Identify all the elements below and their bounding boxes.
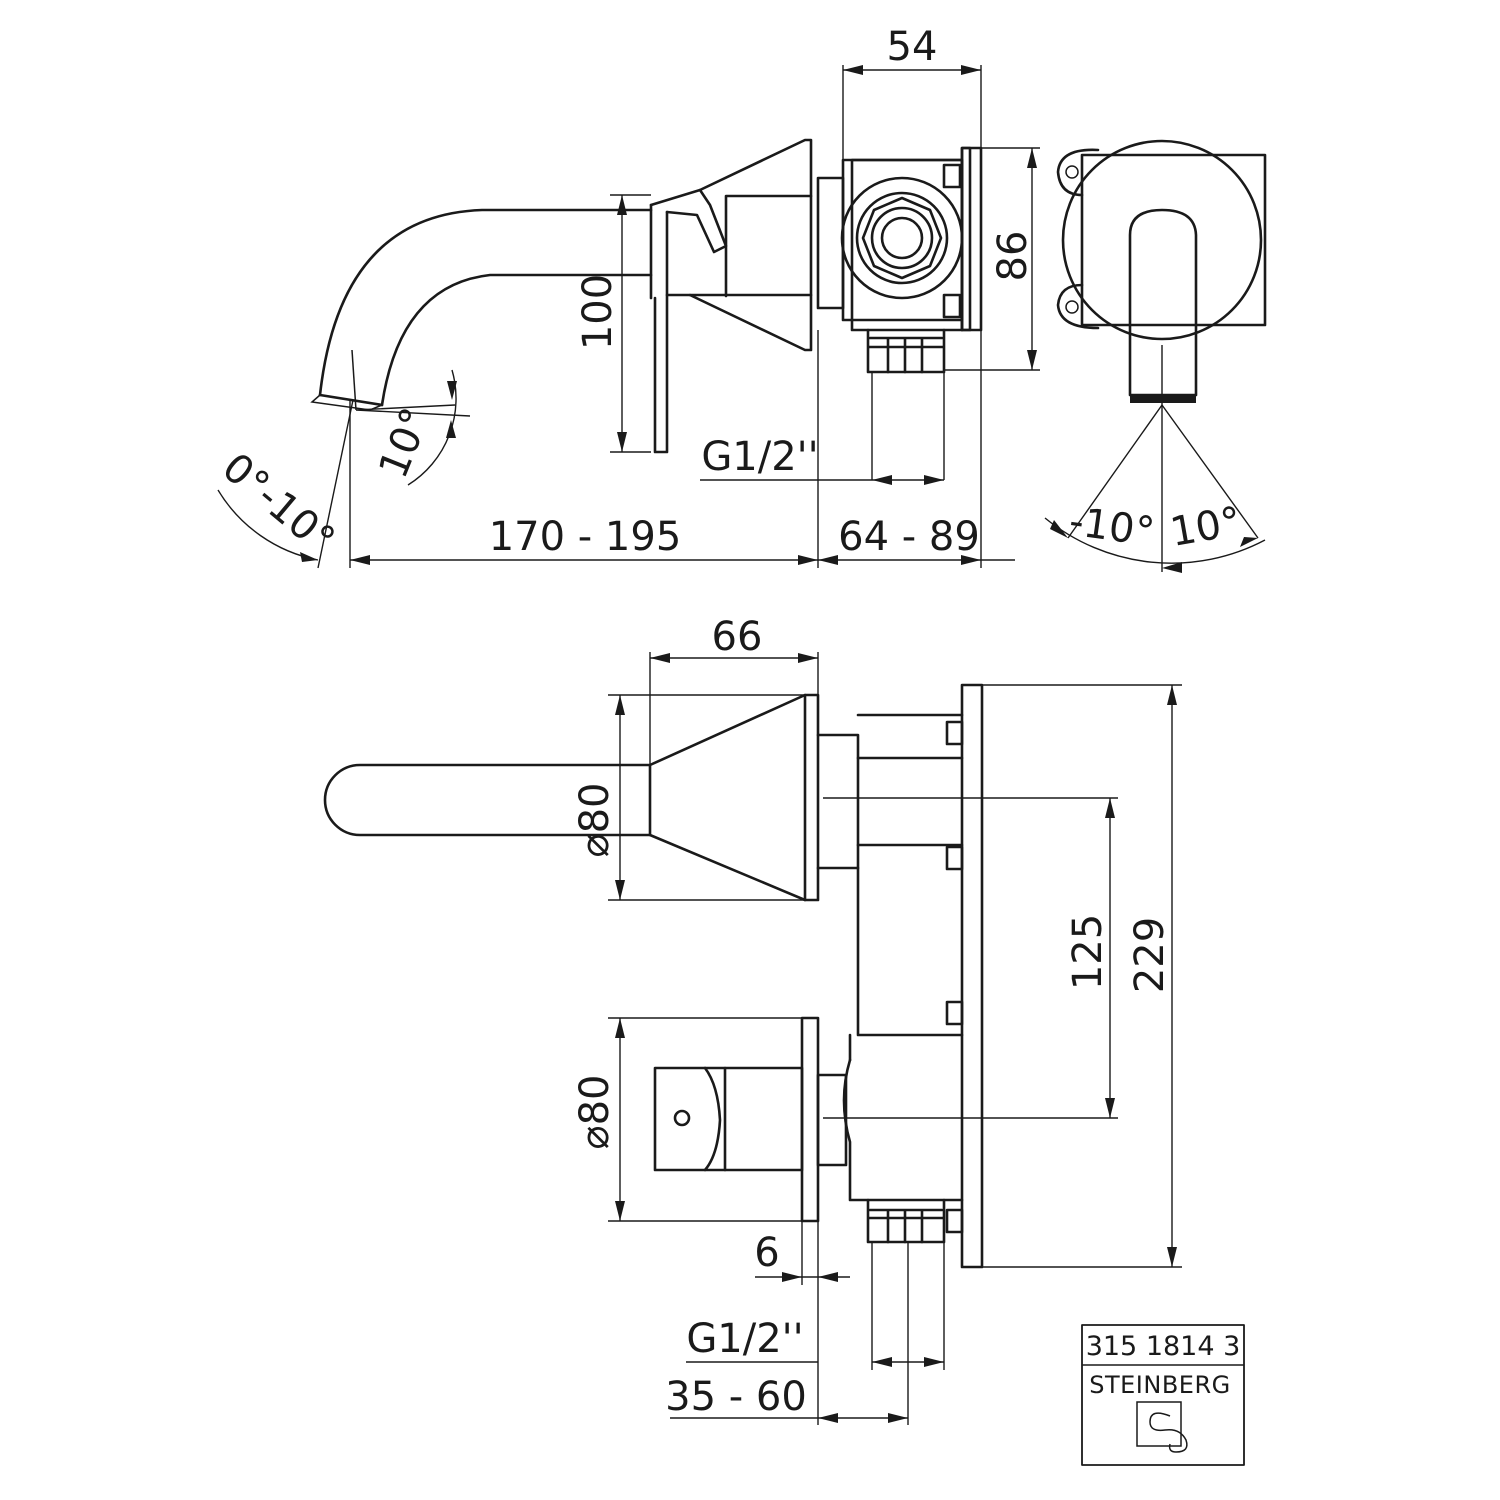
dim-escutcheon-bottom: ⌀80 [572, 1075, 618, 1150]
front-view [1044, 139, 1267, 573]
dim-depth: 64 - 89 [838, 514, 980, 560]
dim-projection: 170 - 195 [489, 514, 682, 560]
dim-top-view-width: 66 [712, 614, 763, 660]
lever-handle [649, 138, 813, 454]
brand-logo [1136, 1401, 1188, 1453]
spout-plan [323, 763, 652, 837]
dim-thread-side: G1/2'' [701, 434, 818, 480]
dim-top-width: 54 [887, 24, 938, 70]
valve-body [816, 146, 983, 374]
dim-centres: 125 [1065, 914, 1111, 990]
dim-body-height: 86 [990, 231, 1036, 282]
dim-swivel-right: 10° [1167, 498, 1245, 556]
dim-thread-top: G1/2'' [686, 1316, 803, 1362]
dim-plate-thickness: 6 [754, 1230, 779, 1276]
top-view [323, 652, 1182, 1425]
dim-swivel-left: -10° [1066, 498, 1157, 555]
dim-install-depth: 35 - 60 [665, 1374, 807, 1420]
dim-spout-drop: 100 [575, 274, 621, 350]
spout-tube [318, 208, 653, 397]
dim-plate-height: 229 [1127, 917, 1173, 993]
side-view [217, 65, 1040, 569]
dim-escutcheon-top: ⌀80 [572, 783, 618, 858]
article-number: 315 1814 3 [1086, 1331, 1241, 1362]
brand-name: STEINBERG [1089, 1371, 1231, 1399]
lever-plan [653, 1016, 848, 1223]
title-block: 315 1814 3 STEINBERG [1081, 1324, 1245, 1466]
